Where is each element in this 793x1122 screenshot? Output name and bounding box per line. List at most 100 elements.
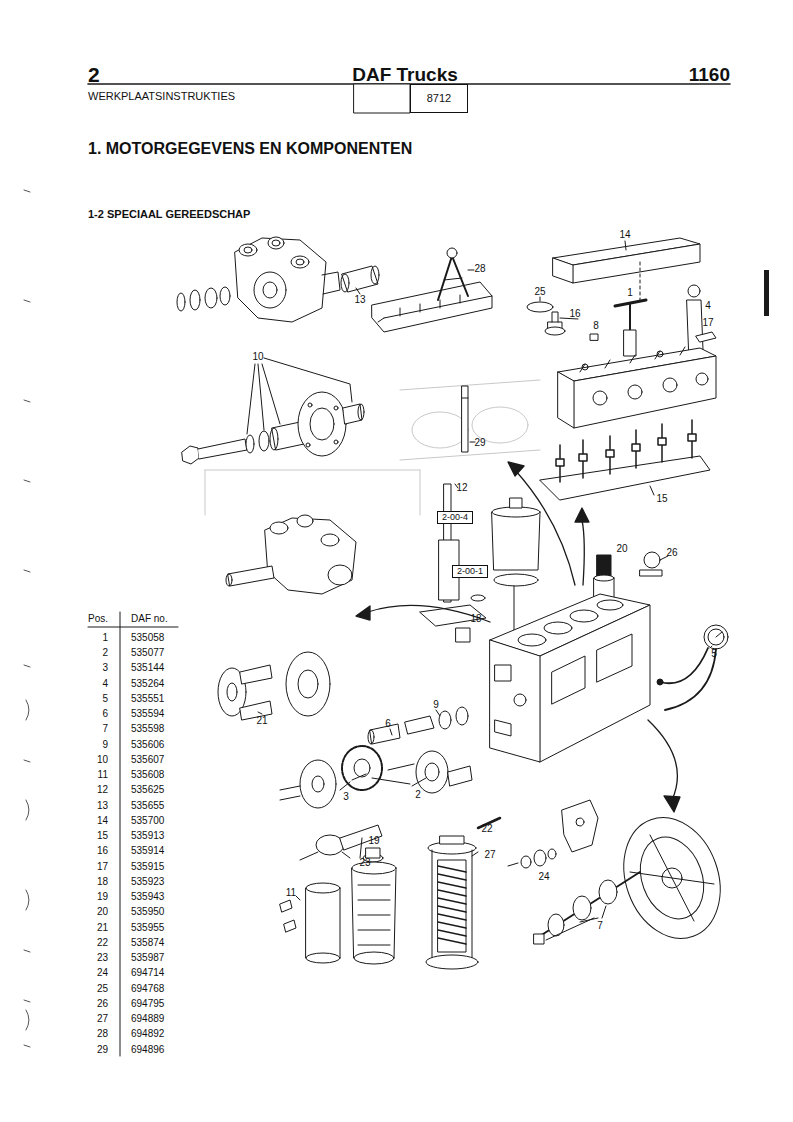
margin-marks bbox=[24, 480, 30, 482]
callout-number: 6 bbox=[385, 719, 391, 729]
table-cell: 535264 bbox=[131, 679, 164, 689]
table-cell: 17 bbox=[97, 862, 108, 872]
callout-number: 3 bbox=[343, 792, 349, 802]
filter-tool bbox=[280, 900, 296, 932]
head-studs bbox=[688, 434, 696, 441]
cylinder-block bbox=[540, 605, 650, 762]
cylinder-head bbox=[663, 378, 677, 392]
cylinder-block bbox=[597, 600, 623, 610]
gear-tools bbox=[416, 751, 448, 793]
flywheel-housing bbox=[534, 934, 544, 944]
direction-arrow bbox=[356, 606, 370, 620]
water-pump bbox=[239, 244, 257, 256]
callout-number: 24 bbox=[538, 872, 549, 882]
valve-tools bbox=[624, 330, 636, 356]
water-pump bbox=[220, 287, 230, 305]
cylinder-block bbox=[570, 610, 598, 622]
table-cell: 694896 bbox=[131, 1045, 164, 1055]
cylinder-head bbox=[580, 347, 685, 372]
gear-tools bbox=[372, 778, 410, 784]
table-cell: 535914 bbox=[131, 846, 164, 856]
spring-tester bbox=[426, 955, 478, 969]
puller bbox=[306, 443, 310, 447]
spring-compressor bbox=[352, 868, 396, 958]
head-studs bbox=[540, 456, 710, 500]
puller bbox=[310, 408, 334, 440]
cylinder-head bbox=[574, 356, 716, 428]
cylinder-head bbox=[582, 364, 588, 370]
margin-marks bbox=[24, 400, 30, 402]
direction-arrow bbox=[508, 462, 524, 476]
brand-name: DAF Trucks bbox=[352, 65, 458, 84]
guide-rod bbox=[462, 386, 468, 452]
water-pump bbox=[291, 256, 309, 268]
seal-driver bbox=[300, 825, 382, 860]
table-header: DAF no. bbox=[131, 614, 168, 624]
box-label: 8712 bbox=[427, 93, 451, 104]
callout-number: 10 bbox=[252, 352, 263, 362]
puller bbox=[334, 406, 338, 410]
table-cell: 535551 bbox=[131, 694, 164, 704]
box-label: 2-00-4 bbox=[442, 513, 468, 522]
valve-tools bbox=[527, 302, 553, 312]
table-rule bbox=[88, 627, 178, 628]
bearing-tool bbox=[420, 484, 486, 626]
valve-tools bbox=[545, 327, 565, 335]
pulley-puller bbox=[258, 712, 262, 714]
puller bbox=[298, 392, 346, 456]
cylinder-head bbox=[593, 391, 607, 405]
table-cell: 14 bbox=[97, 816, 108, 826]
guide-rod bbox=[462, 386, 475, 452]
pulley-puller bbox=[227, 683, 237, 701]
head-studs bbox=[556, 459, 564, 466]
water-pump bbox=[356, 288, 360, 294]
water-pump bbox=[177, 237, 379, 322]
small-parts bbox=[508, 863, 518, 866]
gear-tools bbox=[436, 710, 440, 716]
gear-tools bbox=[280, 786, 300, 800]
gear-tools bbox=[448, 766, 472, 786]
table-cell: 26 bbox=[97, 999, 108, 1009]
water-pump-with-shaft bbox=[321, 534, 339, 546]
table-cell: 694795 bbox=[131, 999, 164, 1009]
reference-box: 2-00-4 bbox=[437, 511, 473, 524]
spring-tester bbox=[426, 836, 478, 969]
small-parts bbox=[478, 800, 598, 868]
water-pump-with-shaft bbox=[226, 574, 232, 586]
puller bbox=[247, 364, 255, 434]
callout-number: 5 bbox=[711, 649, 717, 659]
callout-number: 16 bbox=[569, 309, 580, 319]
filter-tool bbox=[306, 953, 340, 963]
table-cell: 23 bbox=[97, 953, 108, 963]
margin-marks bbox=[24, 300, 30, 302]
table-cell: 13 bbox=[97, 801, 108, 811]
pulley-puller bbox=[218, 652, 330, 720]
ghost-outline bbox=[205, 470, 420, 515]
guide-rod bbox=[470, 442, 475, 443]
callout-number: 2 bbox=[415, 790, 421, 800]
cylinder-block bbox=[490, 640, 540, 762]
cylinder-head bbox=[628, 385, 642, 399]
flywheel-housing bbox=[602, 906, 606, 918]
ghost-outline bbox=[412, 412, 468, 448]
direction-arrow bbox=[515, 470, 575, 585]
water-pump bbox=[342, 266, 378, 292]
pressure-gauge bbox=[657, 679, 663, 685]
seal-driver bbox=[342, 852, 350, 858]
puller bbox=[182, 358, 364, 464]
table-cell: 535955 bbox=[131, 923, 164, 933]
measuring-cup bbox=[492, 512, 540, 570]
gear-tools bbox=[439, 711, 451, 729]
puller bbox=[262, 364, 280, 424]
table-cell: 21 bbox=[97, 923, 108, 933]
lifting-bracket bbox=[372, 282, 492, 332]
spring-tool bbox=[644, 552, 660, 568]
lifting-bracket bbox=[378, 295, 460, 322]
table-rule bbox=[120, 612, 121, 1056]
lifting-bracket bbox=[447, 248, 457, 258]
pulley-puller bbox=[240, 665, 272, 684]
table-cell: 535058 bbox=[131, 633, 164, 643]
table-cell: 694889 bbox=[131, 1014, 164, 1024]
callout-number: 15 bbox=[656, 494, 667, 504]
measuring-cup bbox=[492, 498, 540, 640]
